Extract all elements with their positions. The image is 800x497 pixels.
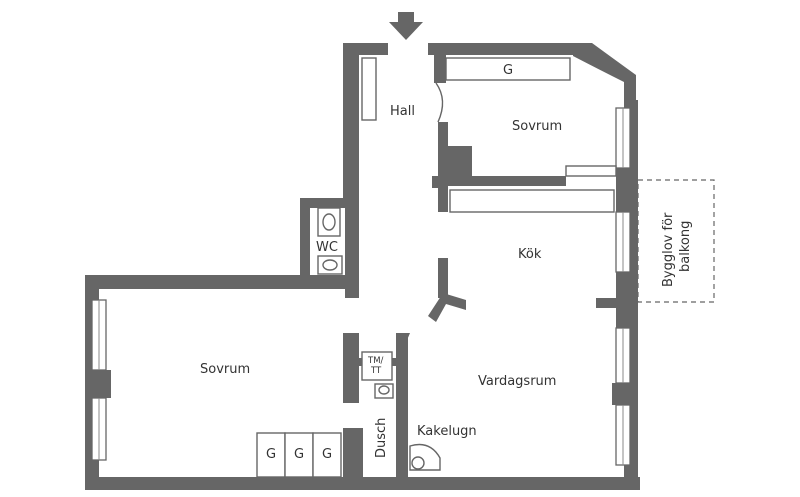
balcony-label-line2: balkong bbox=[678, 221, 693, 272]
closet-label-bottom-2: G bbox=[294, 447, 304, 462]
shower-sink-icon bbox=[378, 385, 390, 395]
laundry-label-bottom: TT bbox=[370, 366, 382, 376]
closet-label-bottom-3: G bbox=[322, 447, 332, 462]
closet-bottom-2 bbox=[284, 432, 314, 478]
balcony-outline bbox=[637, 179, 715, 303]
balcony-label: Bygglov för balkong bbox=[661, 212, 693, 287]
room-label-wc: WC bbox=[316, 240, 338, 255]
room-label-vardagsrum: Vardagsrum bbox=[478, 374, 556, 389]
room-label-kok: Kök bbox=[518, 247, 542, 262]
closet-label-top: G bbox=[503, 63, 513, 78]
closet-label-bottom-1: G bbox=[266, 447, 276, 462]
closet-bottom-1 bbox=[256, 432, 286, 478]
sink-icon bbox=[322, 259, 338, 271]
laundry-label-top: TM/ bbox=[367, 356, 384, 366]
laundry-box bbox=[361, 351, 393, 381]
room-label-sovrum-left: Sovrum bbox=[200, 362, 250, 377]
closet-bottom-3 bbox=[312, 432, 342, 478]
toilet-icon bbox=[322, 213, 336, 231]
fixtures bbox=[256, 57, 617, 478]
windows bbox=[85, 107, 638, 466]
entrance-arrow-icon bbox=[389, 12, 423, 40]
room-label-sovrum-top: Sovrum bbox=[512, 119, 562, 134]
balcony-label-line1: Bygglov för bbox=[661, 212, 676, 287]
room-label-dusch: Dusch bbox=[374, 418, 389, 458]
room-label-hall: Hall bbox=[390, 104, 415, 119]
closet-top bbox=[445, 57, 571, 81]
room-label-kakelugn: Kakelugn bbox=[417, 424, 477, 439]
